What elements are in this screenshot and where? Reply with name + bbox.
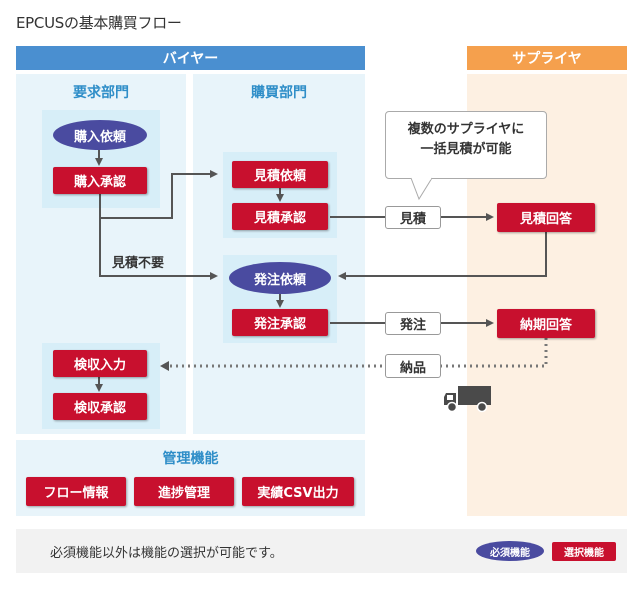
no-quote-needed-label: 見積不要 [112, 256, 165, 271]
management-title: 管理機能 [162, 451, 219, 467]
quote-request-node: 見積依頼 [232, 161, 328, 188]
quote-edge-label: 見積 [385, 206, 441, 229]
truck-icon [444, 386, 491, 413]
callout-line-1: 複数のサプライヤに [407, 122, 525, 137]
supplier-header: サプライヤ [467, 46, 627, 70]
quote-approval-node: 見積承認 [232, 203, 328, 230]
flow-info-item: フロー情報 [26, 477, 126, 506]
purchase-request-node: 購入依頼 [53, 120, 147, 150]
delivery-edge-label: 納品 [385, 354, 441, 378]
legend-note: 必須機能以外は機能の選択が可能です。 [50, 546, 283, 561]
csv-output-item: 実績CSV出力 [242, 477, 354, 506]
purchasing-dept-label: 購買部門 [251, 85, 307, 101]
required-legend-item: 必須機能 [476, 541, 544, 561]
order-request-node: 発注依頼 [229, 262, 331, 294]
progress-management-item: 進捗管理 [134, 477, 234, 506]
page-title: EPCUSの基本購買フロー [16, 14, 182, 32]
buyer-header: バイヤー [16, 46, 365, 70]
purchasing-dept-panel [193, 74, 365, 434]
callout-line-2: 一括見積が可能 [420, 142, 512, 157]
order-approval-node: 発注承認 [232, 309, 328, 336]
optional-legend-item: 選択機能 [552, 542, 616, 561]
inspection-input-node: 検収入力 [53, 350, 147, 377]
order-edge-label: 発注 [385, 312, 441, 335]
bulk-quote-callout: 複数のサプライヤに 一括見積が可能 [385, 111, 547, 179]
inspection-approval-node: 検収承認 [53, 393, 147, 420]
quote-reply-node: 見積回答 [497, 203, 595, 232]
purchase-approval-node: 購入承認 [53, 167, 147, 194]
delivery-reply-node: 納期回答 [497, 309, 595, 338]
request-dept-label: 要求部門 [73, 85, 129, 101]
